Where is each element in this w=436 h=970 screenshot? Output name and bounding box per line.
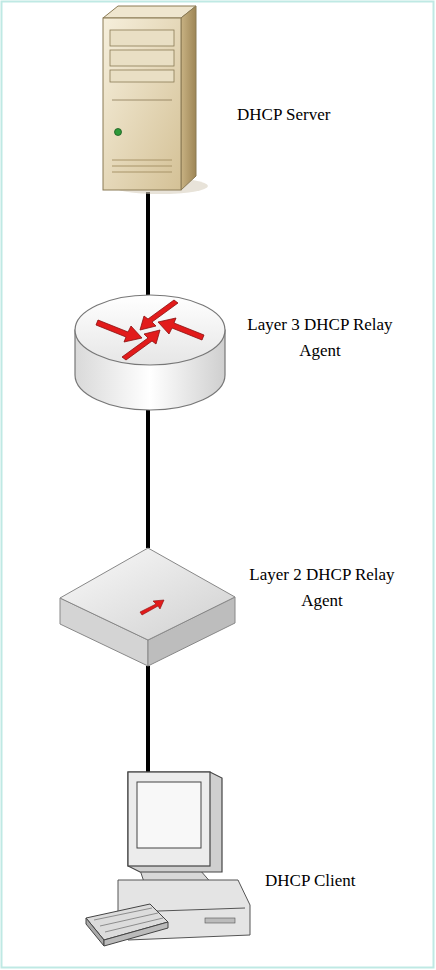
node-label: Layer 2 DHCP Relay Agent <box>242 562 402 613</box>
switch-icon <box>60 548 235 666</box>
node-label: DHCP Server <box>237 102 377 128</box>
node-label: Layer 3 DHCP Relay Agent <box>240 312 400 363</box>
computer-icon <box>86 772 250 946</box>
link-line <box>146 192 150 295</box>
server-icon <box>103 6 208 194</box>
client-node: DHCP Client <box>86 772 250 946</box>
node-label: DHCP Client <box>265 868 415 894</box>
router-icon <box>75 295 225 410</box>
router-node: Layer 3 DHCP Relay Agent <box>75 295 225 410</box>
server-node: DHCP Server <box>100 4 200 192</box>
link-line <box>146 410 150 548</box>
switch-node: Layer 2 DHCP Relay Agent <box>60 548 235 666</box>
link-line <box>146 666 150 772</box>
